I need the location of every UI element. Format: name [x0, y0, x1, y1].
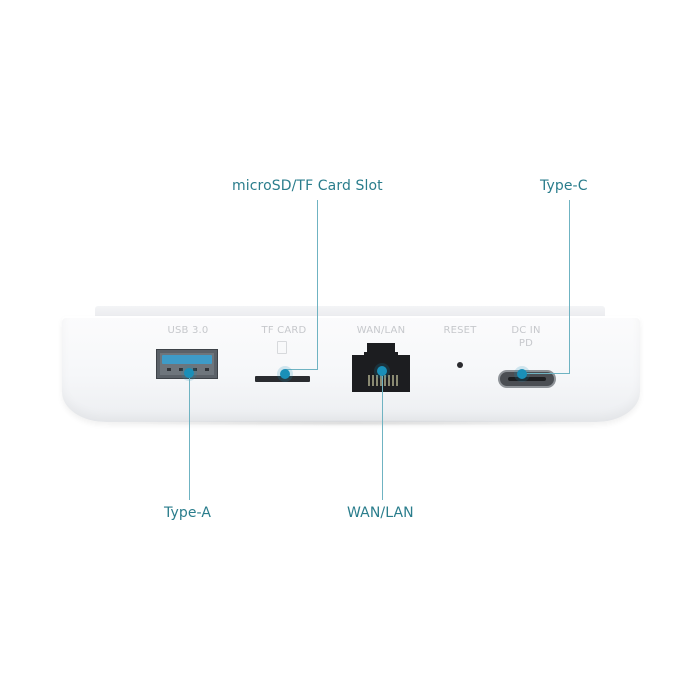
rj45-pin — [372, 375, 374, 386]
usb-a-pin — [193, 368, 197, 371]
leader-line-microsd-horizontal — [285, 369, 318, 370]
leader-line-wan-lan-vertical — [382, 376, 383, 500]
leader-dot-microsd — [280, 369, 290, 379]
leader-dot-type-a — [184, 368, 194, 378]
usb-a-pin — [167, 368, 171, 371]
rj45-pin — [392, 375, 394, 386]
leader-dot-type-c — [517, 369, 527, 379]
callout-wan-lan: WAN/LAN — [347, 505, 414, 521]
leader-line-type-c-vertical — [569, 200, 570, 374]
rj45-pin — [388, 375, 390, 386]
rj45-pin — [380, 375, 382, 386]
port-label-usb: USB 3.0 — [167, 325, 209, 336]
reset-pinhole — [457, 362, 463, 368]
usb-a-pin — [179, 368, 183, 371]
callout-type-a: Type-A — [164, 505, 212, 521]
rj45-pin — [384, 375, 386, 386]
leader-dot-wan-lan — [377, 366, 387, 376]
usb-c-tongue — [508, 377, 546, 381]
usb-a-tongue — [162, 355, 212, 364]
port-label-tf-card: TF CARD — [261, 325, 307, 336]
port-label-reset: RESET — [443, 325, 477, 336]
rj45-pin — [368, 375, 370, 386]
rj45-pin — [376, 375, 378, 386]
port-label-wan-lan: WAN/LAN — [356, 325, 406, 336]
callout-microsd-tf-card-slot: microSD/TF Card Slot — [232, 178, 383, 194]
leader-line-type-a-vertical — [189, 378, 190, 500]
usb-a-pin — [205, 368, 209, 371]
usb-c-port — [498, 370, 556, 388]
port-label-pd: PD — [518, 338, 534, 349]
rj45-pin — [396, 375, 398, 386]
sd-card-icon — [277, 341, 287, 354]
leader-line-microsd-vertical — [317, 200, 318, 370]
tf-card-slot — [255, 376, 310, 382]
leader-line-type-c-horizontal — [522, 373, 570, 374]
callout-type-c: Type-C — [540, 178, 588, 194]
device-shadow — [100, 420, 600, 426]
port-label-dc-in: DC IN — [511, 325, 541, 336]
